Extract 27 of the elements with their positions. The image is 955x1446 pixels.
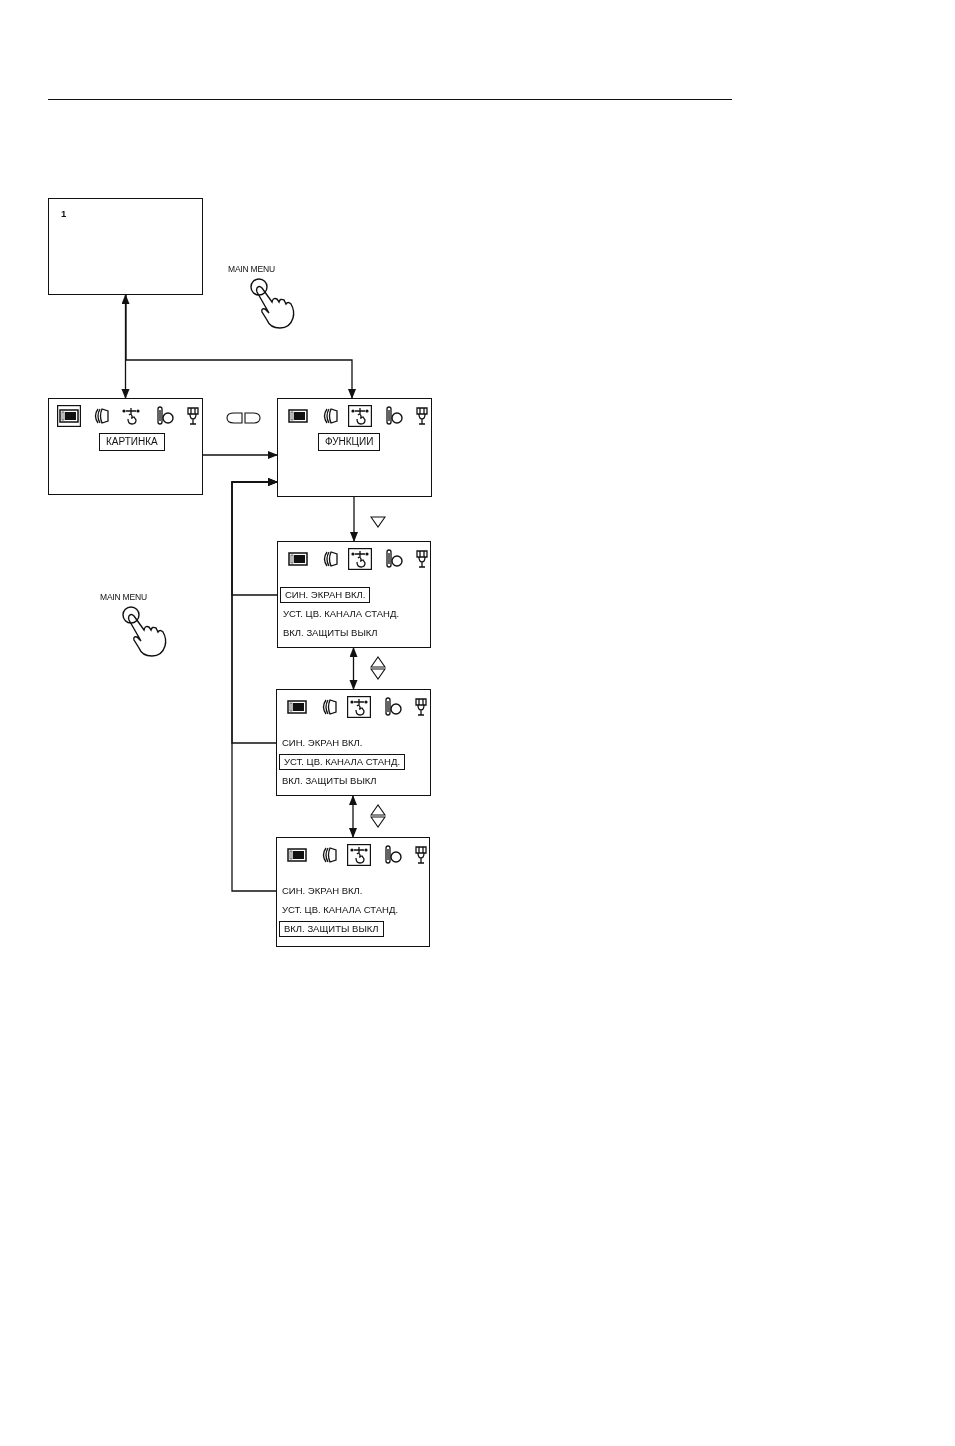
menu-item: ВКЛ. ЗАЩИТЫ ВЫКЛ [282,774,377,788]
menu-screen [48,198,203,295]
arrow [202,451,278,459]
menu-screen [277,541,431,648]
arrow [231,478,278,892]
menu-screen [276,689,431,796]
menu-item: УСТ. ЦВ. КАНАЛА СТАНД. [282,903,399,917]
menu-screen [276,837,430,947]
arrow [349,795,357,838]
highlighted-menu-item: ВКЛ. ЗАЩИТЫ ВЫКЛ [279,921,384,937]
highlighted-menu-item: ФУНКЦИИ [318,433,381,451]
channel-number: 1 [61,207,67,221]
highlighted-menu-item: КАРТИНКА [99,433,165,451]
highlighted-menu-item: СИН. ЭКРАН ВКЛ. [280,587,371,603]
menu-screen [277,398,432,497]
highlighted-menu-item: УСТ. ЦВ. КАНАЛА СТАНД. [279,754,406,770]
button-label: MAIN MENU [100,592,147,602]
menu-item: УСТ. ЦВ. КАНАЛА СТАНД. [283,607,400,621]
menu-item: СИН. ЭКРАН ВКЛ. [282,736,363,750]
arrow [350,496,358,542]
button-label: MAIN MENU [228,264,275,274]
menu-item: ВКЛ. ЗАЩИТЫ ВЫКЛ [283,626,378,640]
menu-item: СИН. ЭКРАН ВКЛ. [282,884,363,898]
menu-screen [48,398,203,495]
arrow [121,294,130,399]
arrow [349,647,358,690]
arrow [125,294,356,399]
